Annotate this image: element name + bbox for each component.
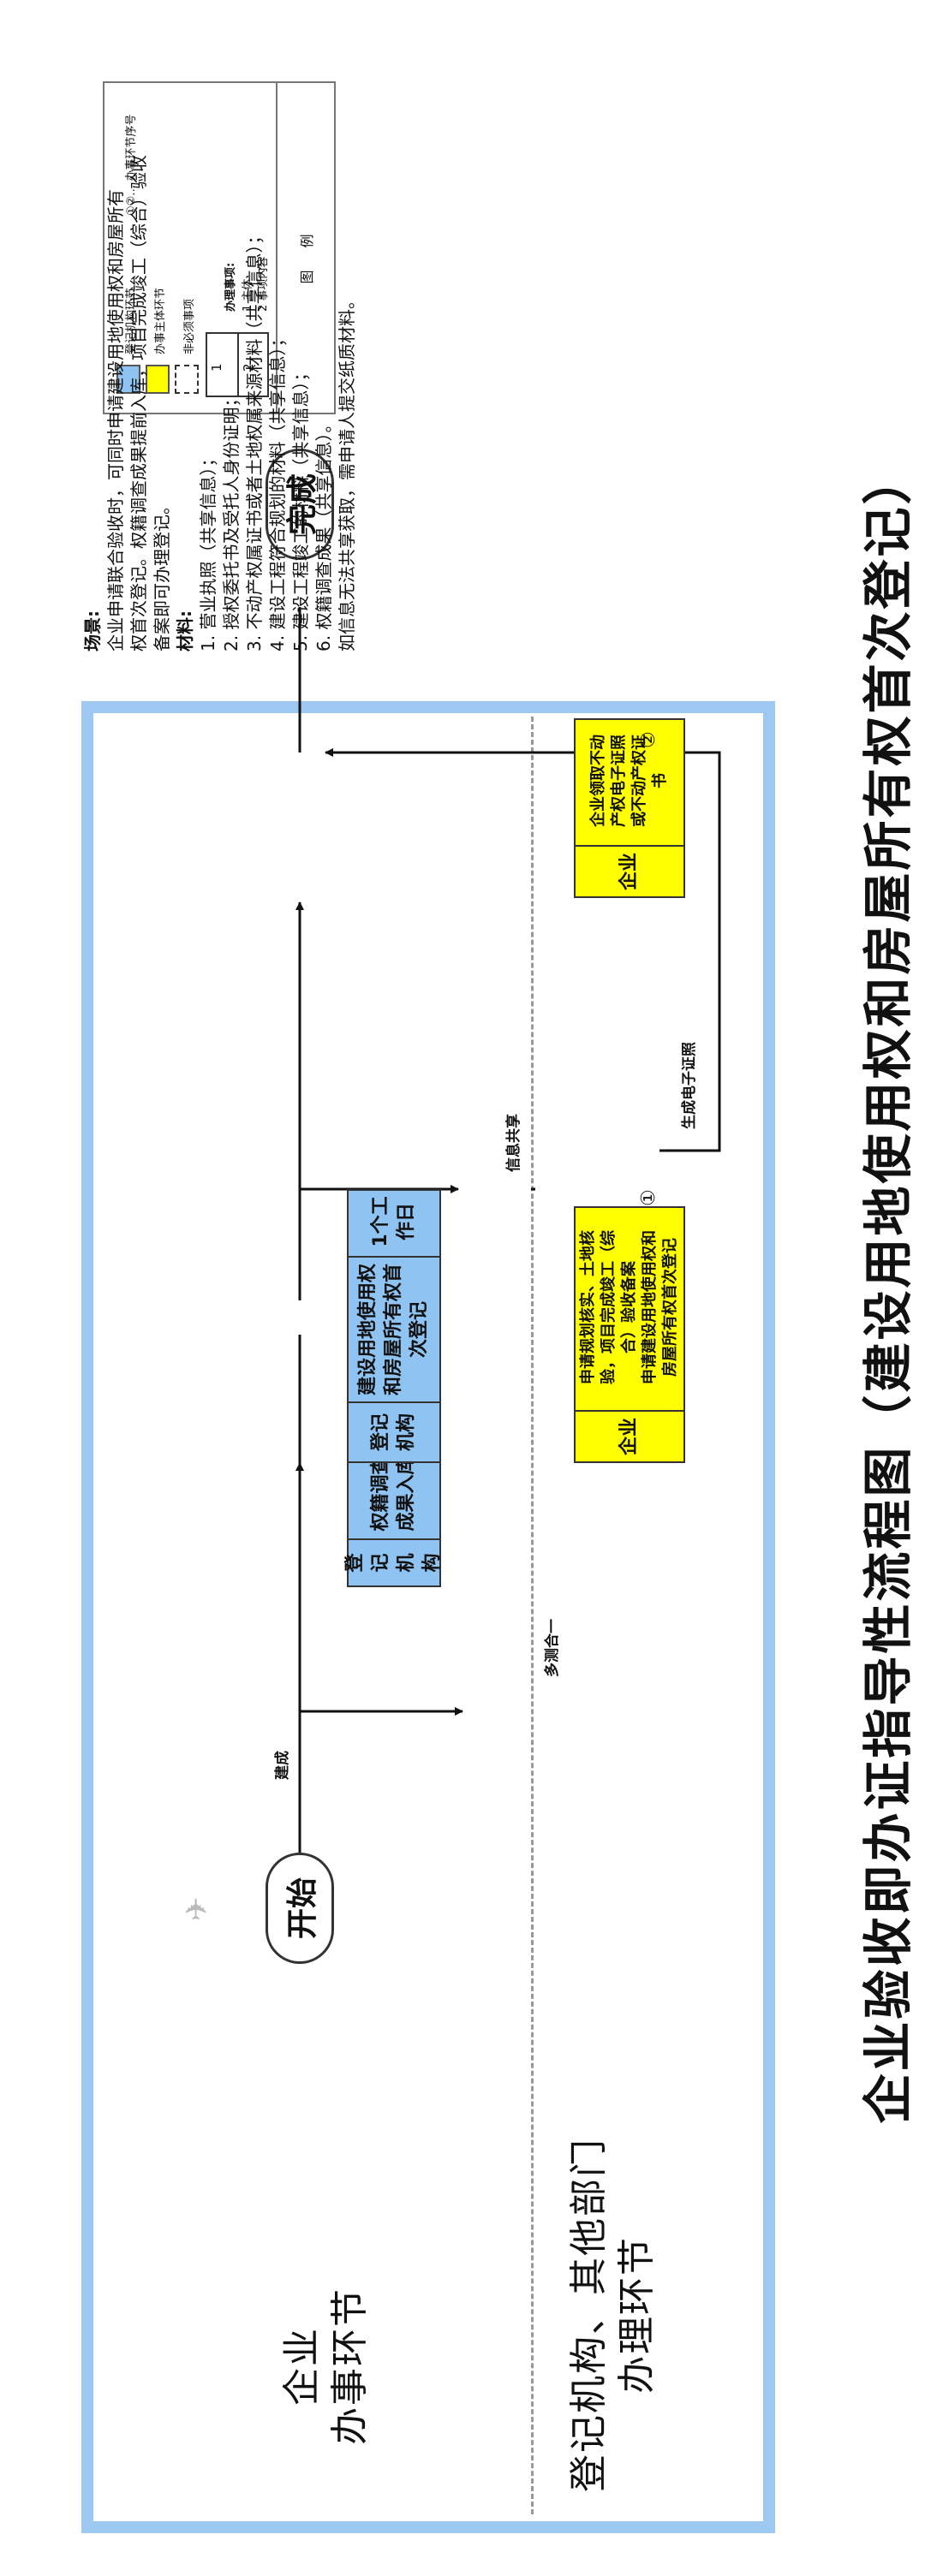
step-survey-actor: 登记机构: [344, 1538, 443, 1585]
notes-item-3: 3. 不动产权属证书或者土地权属来源材料（共享信息）；: [244, 227, 265, 651]
step-register: 登记机构 建设用地使用权 和房屋所有权首 次登记 1个工作日: [347, 1189, 441, 1463]
notes-materials-label: 材料:: [175, 610, 195, 651]
step-collect-actor: 企业: [576, 845, 683, 896]
step-survey: 登记机构 权籍调查成果入库: [344, 1450, 443, 1587]
start-terminal: 开始: [266, 1853, 334, 1964]
edge-label-e-cert: 生成电子证照: [681, 1042, 698, 1129]
notes-item-2: 2. 授权委托书及受托人身份证明；: [221, 390, 242, 651]
notes-item-5: 5. 建设工程竣工的材料（共享信息）；: [290, 364, 311, 651]
step-apply-number: ①: [638, 1189, 659, 1206]
start-label: 开始: [285, 1877, 320, 1940]
notes-item-6: 6. 权籍调查成果（共享信息）。: [313, 415, 334, 651]
notes-scene-line3: 备案即可办理登记。: [152, 497, 172, 651]
person-icon: ✈: [180, 1896, 214, 1922]
edge-label-info-share: 信息共享: [505, 1114, 522, 1172]
step-collect-number: ②: [638, 731, 659, 748]
notes-scene-label: 场景:: [82, 610, 103, 651]
notes-item-7: 如信息无法共享获取，需申请人提交纸质材料。: [337, 292, 357, 651]
step-register-actor: 登记机构: [349, 1401, 439, 1461]
edge-label-multi-survey: 多测合一: [544, 1619, 561, 1677]
notes-item-1: 1. 营业执照（共享信息）；: [198, 449, 218, 651]
step-collect-action: 企业领取不动 产权电子证照 或不动产权证 书: [589, 735, 669, 827]
step-apply-action: 申请规划核实、土地核 验，项目完成竣工（综 合）验收备案 申请建设用地使用权和 …: [579, 1230, 679, 1384]
step-collect: 企业 企业领取不动 产权电子证照 或不动产权证 书: [574, 718, 685, 898]
arrow-e-cert: [325, 748, 721, 1152]
flow-connectors: [295, 607, 721, 1908]
step-apply: 企业 申请规划核实、土地核 验，项目完成竣工（综 合）验收备案 申请建设用地使用…: [574, 1206, 685, 1463]
notes-panel: 场景: 企业申请联合验收时，可同时申请建设用地使用权和房屋所有 权首次登记。权籍…: [81, 35, 359, 651]
notes-scene-line1: 企业申请联合验收时，可同时申请建设用地使用权和房屋所有: [105, 189, 126, 651]
edge-label-build: 建成: [274, 1751, 291, 1780]
notes-scene-line2: 权首次登记。权籍调查成果提前入库，项目完成竣工（综合）验收: [128, 155, 149, 651]
step-register-time: 1个工作日: [370, 1196, 417, 1247]
notes-item-4: 4. 建设工程符合规划的材料（共享信息）；: [267, 330, 288, 651]
step-register-action: 建设用地使用权 和房屋所有权首 次登记: [349, 1256, 439, 1401]
step-apply-actor: 企业: [576, 1410, 683, 1461]
